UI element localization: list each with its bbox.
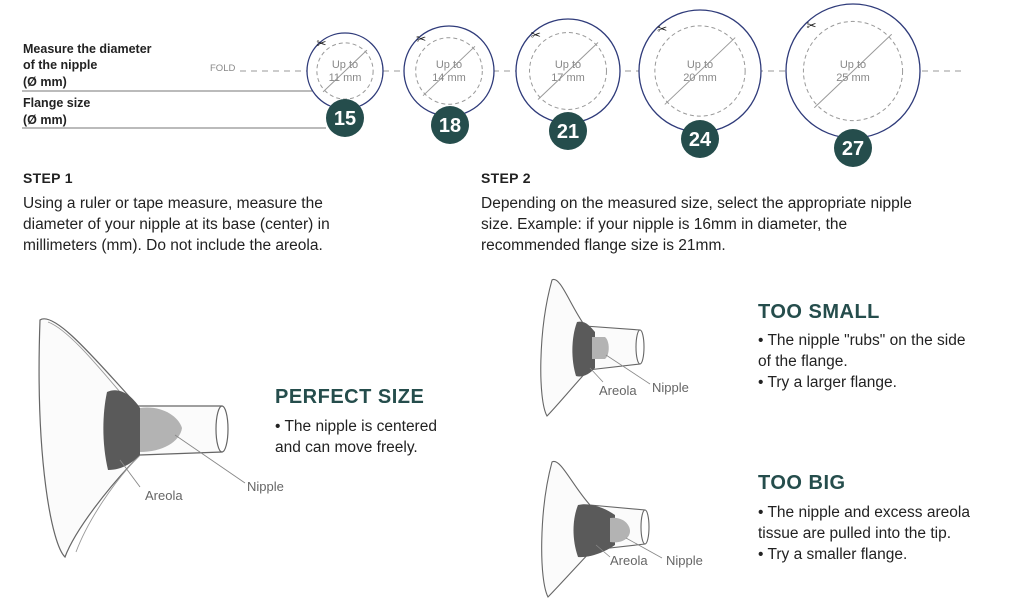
up-to-label: Up to bbox=[555, 59, 581, 71]
flange-size-value: 27 bbox=[842, 138, 864, 160]
scissors-icon: ✂ bbox=[657, 22, 667, 36]
diameter-line bbox=[664, 37, 736, 105]
too-big-line2: tissue are pulled into the tip. bbox=[758, 525, 952, 542]
flange-label-line2: (Ø mm) bbox=[23, 113, 67, 127]
nipple-max-mm: 17 mm bbox=[551, 72, 585, 84]
scissors-icon: ✂ bbox=[316, 36, 326, 50]
scissors-icon: ✂ bbox=[806, 18, 816, 32]
nipple-max-mm: 20 mm bbox=[683, 72, 717, 84]
flange-size-badge bbox=[681, 120, 719, 158]
small-areola-label: Areola bbox=[599, 383, 637, 398]
up-to-label: Up to bbox=[332, 59, 358, 71]
too-small-illustration: Areola Nipple bbox=[540, 279, 689, 417]
step2-line3: recommended flange size is 21mm. bbox=[481, 237, 726, 254]
nipple-max-mm: 14 mm bbox=[432, 72, 466, 84]
nipple-max-mm: 11 mm bbox=[329, 72, 362, 84]
perfect-size-text: • The nipple is centered and can move fr… bbox=[275, 416, 495, 458]
too-small-title: TOO SMALL bbox=[758, 301, 880, 323]
up-to-label: Up to bbox=[436, 59, 462, 71]
step1-text: Using a ruler or tape measure, measure t… bbox=[23, 193, 463, 256]
big-areola bbox=[573, 504, 615, 558]
perfect-line2: and can move freely. bbox=[275, 439, 418, 456]
flange-label-line1: Flange size bbox=[23, 96, 91, 110]
too-big-line1: • The nipple and excess areola bbox=[758, 504, 970, 521]
big-nipple-label: Nipple bbox=[666, 553, 703, 568]
step1-title: STEP 1 bbox=[23, 170, 73, 186]
flange-size-badge bbox=[431, 106, 469, 144]
flange-size-badge bbox=[549, 112, 587, 150]
up-to-label: Up to bbox=[840, 59, 866, 71]
flange-size-value: 21 bbox=[557, 121, 579, 143]
too-big-line3: • Try a smaller flange. bbox=[758, 546, 908, 563]
small-areola bbox=[572, 321, 595, 377]
nipple-guide-circle bbox=[654, 25, 746, 117]
step2-line1: Depending on the measured size, select t… bbox=[481, 195, 912, 212]
scissors-icon: ✂ bbox=[416, 32, 426, 46]
nipple-guide-circle bbox=[529, 32, 607, 110]
step1-line1: Using a ruler or tape measure, measure t… bbox=[23, 195, 323, 212]
perfect-areola-label: Areola bbox=[145, 488, 183, 503]
step1-line2: diameter of your nipple at its base (cen… bbox=[23, 216, 330, 233]
perfect-nipple-label: Nipple bbox=[247, 479, 284, 494]
diameter-line bbox=[813, 33, 893, 109]
too-big-title: TOO BIG bbox=[758, 472, 846, 494]
measure-label-line2: of the nipple bbox=[23, 58, 98, 72]
big-nipple bbox=[610, 517, 630, 543]
diameter-line bbox=[322, 49, 368, 93]
nipple-max-mm: 25 mm bbox=[836, 72, 870, 84]
measure-label-line3: (Ø mm) bbox=[23, 75, 67, 89]
perfect-line1: • The nipple is centered bbox=[275, 418, 437, 435]
flange-size-value: 18 bbox=[439, 115, 461, 137]
flange-size-badge bbox=[834, 129, 872, 167]
measure-label: Measure the diameter of the nipple (Ø mm… bbox=[23, 40, 152, 91]
flange-size-badge bbox=[326, 99, 364, 137]
scissors-icon: ✂ bbox=[531, 28, 541, 42]
diameter-line bbox=[537, 42, 599, 100]
too-big-illustration: Areola Nipple bbox=[541, 460, 703, 598]
flange-size-value: 24 bbox=[689, 129, 712, 151]
small-nipple bbox=[592, 337, 609, 359]
small-nipple-label: Nipple bbox=[652, 380, 689, 395]
fold-label: FOLD bbox=[210, 63, 235, 74]
step2-title: STEP 2 bbox=[481, 170, 531, 186]
too-small-text: • The nipple "rubs" on the side of the f… bbox=[758, 330, 1008, 393]
step2-line2: size. Example: if your nipple is 16mm in… bbox=[481, 216, 848, 233]
flange-size-value: 15 bbox=[334, 108, 356, 130]
measure-label-line1: Measure the diameter bbox=[23, 42, 152, 56]
too-small-line1: • The nipple "rubs" on the side bbox=[758, 332, 966, 349]
too-small-line2: of the flange. bbox=[758, 353, 848, 370]
perfect-areola bbox=[103, 390, 140, 470]
up-to-label: Up to bbox=[687, 59, 713, 71]
big-areola-label: Areola bbox=[610, 553, 648, 568]
nipple-guide-circle bbox=[415, 37, 483, 105]
perfect-size-title: PERFECT SIZE bbox=[275, 386, 425, 408]
perfect-size-illustration: Areola Nipple bbox=[38, 318, 284, 559]
too-small-line3: • Try a larger flange. bbox=[758, 374, 897, 391]
diameter-line bbox=[422, 45, 476, 97]
step1-line3: millimeters (mm). Do not include the are… bbox=[23, 237, 323, 254]
too-big-text: • The nipple and excess areola tissue ar… bbox=[758, 502, 1008, 565]
step2-text: Depending on the measured size, select t… bbox=[481, 193, 1001, 256]
nipple-guide-circle bbox=[802, 20, 904, 122]
perfect-nipple bbox=[140, 407, 182, 452]
flange-label: Flange size (Ø mm) bbox=[23, 94, 90, 129]
